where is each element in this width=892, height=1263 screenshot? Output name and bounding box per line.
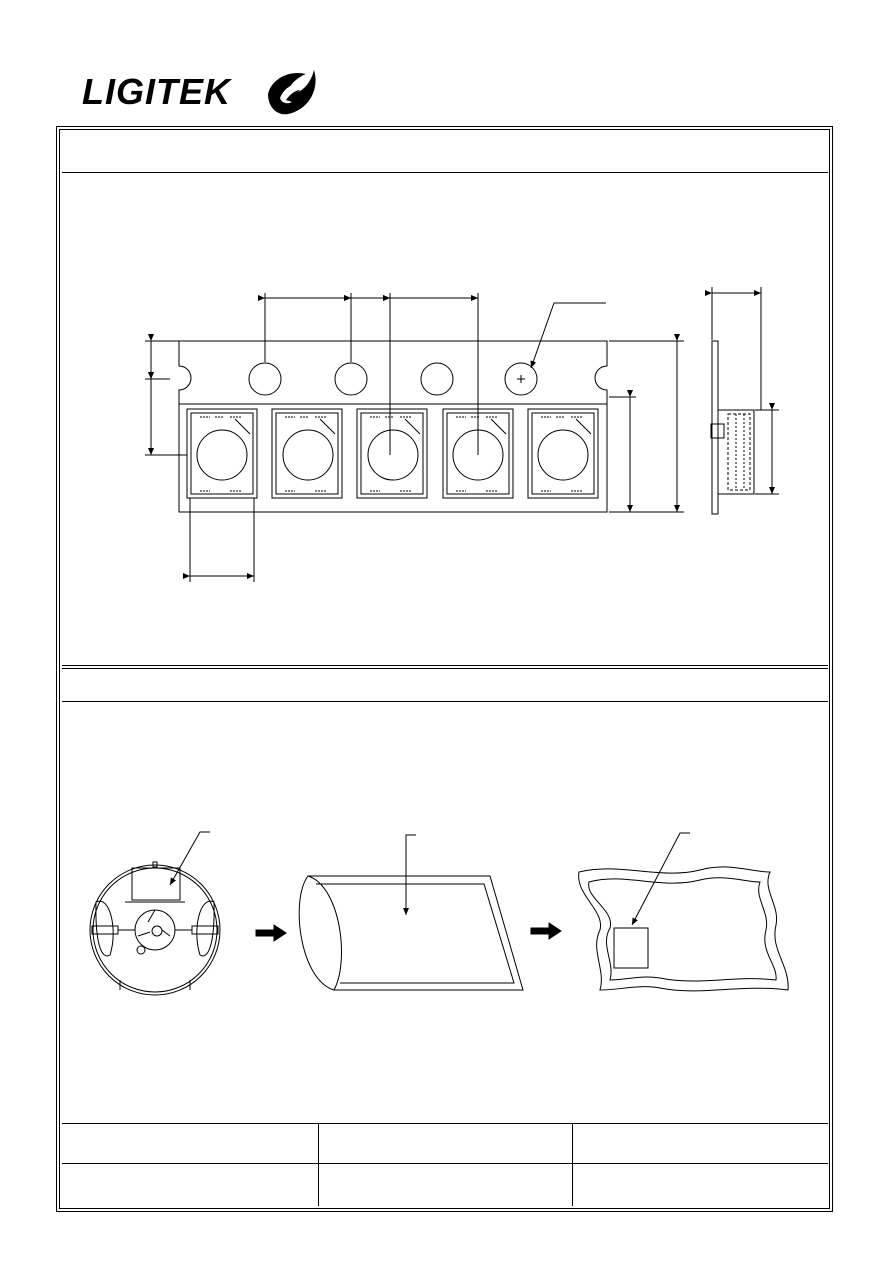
moisture-bag-icon: [298, 875, 524, 991]
sprocket-hole: [420, 362, 454, 396]
carrier-tape-outline: [178, 340, 608, 513]
sprocket-hole: [248, 362, 282, 396]
tape-pocket: [527, 408, 599, 499]
section-divider: [62, 668, 828, 669]
brand-name: LIGITEK: [82, 71, 231, 112]
tape-pocket: [186, 408, 258, 499]
tape-pocket: [356, 408, 428, 499]
reel-icon: [89, 861, 221, 996]
document-frame: [56, 126, 833, 1212]
table-rule: [62, 1163, 828, 1164]
packing-sequence-drawing: [89, 831, 789, 996]
table-column-rule: [572, 1123, 573, 1206]
tape-dimensions-drawing: [145, 287, 779, 582]
ligitek-logo: LIGITEK: [82, 64, 322, 120]
next-step-arrow-icon: [255, 924, 287, 942]
table-rule: [62, 1123, 828, 1124]
carton-box-icon: [578, 866, 789, 992]
section-divider: [62, 665, 828, 666]
ligitek-swirl-icon: [268, 70, 316, 115]
sprocket-hole: [504, 362, 538, 396]
section-divider: [62, 701, 828, 702]
section-divider: [62, 172, 828, 173]
tape-pocket: [271, 408, 343, 499]
tape-side-view: [705, 287, 779, 515]
next-step-arrow-icon: [530, 922, 562, 940]
table-column-rule: [318, 1123, 319, 1206]
sprocket-hole: [334, 362, 368, 396]
